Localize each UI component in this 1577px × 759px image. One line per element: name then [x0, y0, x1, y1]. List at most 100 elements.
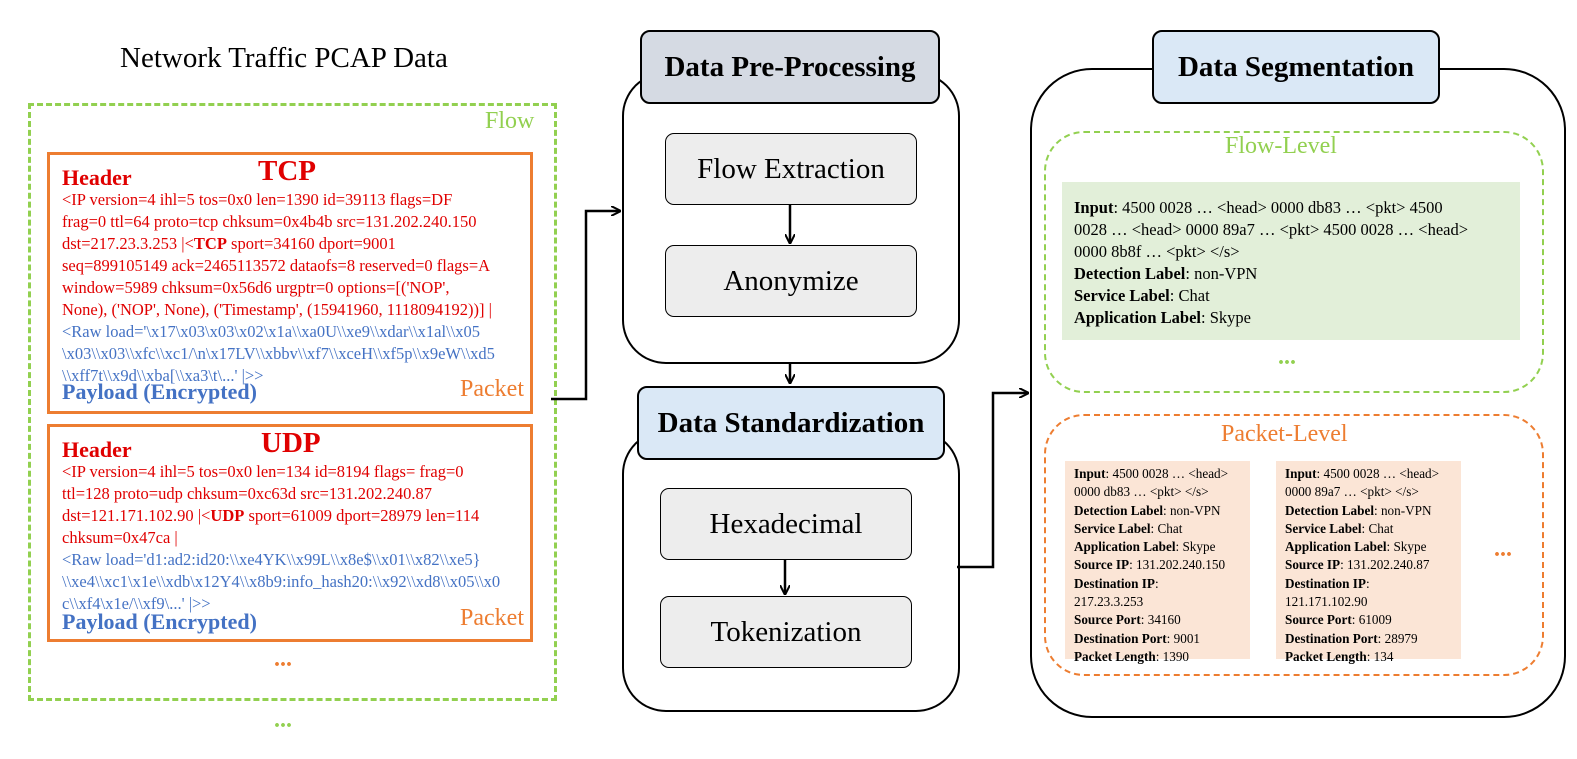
udp-protocol-label: UDP	[261, 427, 321, 459]
segmentation-title: Data Segmentation	[1152, 30, 1440, 104]
standardization-group	[622, 430, 960, 712]
flow-service-label: Service Label: Chat	[1074, 285, 1210, 307]
source-ip-key: Source IP	[1074, 557, 1130, 573]
packet-sample-text: Input: 4500 0028 … <head> 0000 89a7 … <p…	[1285, 465, 1439, 666]
udp-header-label: Header	[62, 437, 132, 462]
pcap-to-preprocessing-arrow	[551, 211, 620, 401]
preprocessing-title: Data Pre-Processing	[640, 30, 940, 104]
service-value: : Chat	[1361, 520, 1394, 536]
tcp-payload-line: \x03\\x03\\xfc\\xc1/\n\x17LV\\xbbv\\xf7\…	[62, 344, 495, 363]
sample-input-line: 0000 db83 … <pkt> </s>	[1074, 484, 1209, 500]
udp-header-line: <IP version=4 ihl=5 tos=0x0 len=134 id=8…	[62, 462, 464, 481]
destination-ip-value: 121.171.102.90	[1285, 594, 1368, 610]
destination-ip-key: Destination IP	[1074, 575, 1155, 591]
sample-application: Application Label: Skype	[1074, 538, 1228, 556]
destination-port-value: : 9001	[1166, 630, 1201, 646]
udp-payload-line: c\\xf4\x1e/\\xf9\...' |>>	[62, 594, 211, 613]
destination-port-key: Destination Port	[1285, 630, 1378, 646]
flow-level-sample: Input: 4500 0028 … <head> 0000 db83 … <p…	[1062, 182, 1520, 340]
udp-packet-label: Packet	[460, 605, 524, 631]
tcp-payload-label: Payload (Encrypted)	[62, 379, 257, 404]
packet-level-sample: Input: 4500 0028 … <head> 0000 89a7 … <p…	[1276, 461, 1461, 664]
packet-level-label: Packet-Level	[1221, 421, 1348, 447]
sample-destination-ip: Destination IP:	[1074, 575, 1228, 593]
destination-port-value: : 28979	[1377, 630, 1418, 646]
sample-service: Service Label: Chat	[1285, 520, 1439, 538]
sample-packet-length: Packet Length: 1390	[1074, 648, 1228, 666]
tcp-header-line: <IP version=4 ihl=5 tos=0x0 len=1390 id=…	[62, 190, 453, 209]
flow-service-value: : Chat	[1169, 286, 1210, 305]
input-value: : 4500 0028 … <head>	[1105, 466, 1229, 481]
source-ip-key: Source IP	[1285, 557, 1341, 573]
sample-input-line: Input: 4500 0028 … <head>	[1285, 465, 1439, 483]
flow-detection-key: Detection Label	[1074, 264, 1186, 283]
packet-length-key: Packet Length	[1285, 648, 1367, 664]
destination-ip-value: 217.23.3.253	[1074, 594, 1144, 610]
packet-length-value: : 1390	[1155, 648, 1190, 664]
tcp-header-text: dst=217.23.3.253 |<	[62, 234, 194, 253]
sample-service: Service Label: Chat	[1074, 520, 1228, 538]
packet-level-container	[1044, 414, 1544, 676]
tcp-packet-label: Packet	[460, 376, 524, 402]
standardization-title: Data Standardization	[637, 386, 945, 460]
sample-detection: Detection Label: non-VPN	[1285, 502, 1439, 520]
hexadecimal-step: Hexadecimal	[660, 488, 912, 560]
tcp-header-line: seq=899105149 ack=2465113572 dataofs=8 r…	[62, 256, 491, 275]
destination-port-key: Destination Port	[1074, 630, 1167, 646]
flow-detection-value: : non-VPN	[1185, 264, 1258, 283]
detection-key: Detection Label	[1285, 502, 1374, 518]
sample-detection: Detection Label: non-VPN	[1074, 502, 1228, 520]
packet-length-key: Packet Length	[1074, 648, 1156, 664]
detection-key: Detection Label	[1074, 502, 1163, 518]
udp-packet-box: Header UDP <IP version=4 ihl=5 tos=0x0 l…	[47, 424, 533, 642]
packet-sample-text: Input: 4500 0028 … <head> 0000 db83 … <p…	[1074, 465, 1228, 666]
source-port-key: Source Port	[1285, 612, 1352, 628]
pcap-data-title: Network Traffic PCAP Data	[120, 42, 448, 74]
flow-input-line: 0000 8b8f … <pkt> </s>	[1074, 242, 1240, 261]
tcp-header-line: dst=217.23.3.253 |<TCP sport=34160 dport…	[62, 233, 396, 255]
udp-inline-protocol: UDP	[210, 506, 245, 525]
source-ip-value: : 131.202.240.150	[1129, 557, 1226, 573]
flow-level-label: Flow-Level	[1225, 133, 1337, 159]
input-key: Input	[1285, 466, 1317, 481]
sample-destination-port: Destination Port: 28979	[1285, 630, 1439, 648]
more-packets-ellipsis: ...	[274, 646, 292, 672]
flow-container	[28, 103, 557, 701]
flow-input-key: Input	[1074, 198, 1114, 217]
flow-application-label: Application Label: Skype	[1074, 307, 1251, 329]
source-port-value: : 34160	[1140, 612, 1181, 628]
application-key: Application Label	[1074, 539, 1176, 555]
source-ip-value: : 131.202.240.87	[1340, 557, 1430, 573]
sample-input-line: 0000 89a7 … <pkt> </s>	[1285, 484, 1419, 500]
flow-input-line: Input: 4500 0028 … <head> 0000 db83 … <p…	[1074, 197, 1443, 219]
sample-source-ip: Source IP: 131.202.240.87	[1285, 556, 1439, 574]
flow-input-value: : 4500 0028 … <head> 0000 db83 … <pkt> 4…	[1113, 198, 1443, 217]
flow-input-line: 0028 … <head> 0000 89a7 … <pkt> 4500 002…	[1074, 220, 1469, 239]
udp-payload-line: \\xe4\\xc1\x1e\\xdb\x12Y4\\x8b9:info_has…	[62, 572, 501, 591]
service-key: Service Label	[1285, 520, 1362, 536]
sample-packet-length: Packet Length: 134	[1285, 648, 1439, 666]
detection-value: : non-VPN	[1163, 502, 1221, 518]
application-value: : Skype	[1386, 539, 1427, 555]
detection-value: : non-VPN	[1374, 502, 1432, 518]
sample-application: Application Label: Skype	[1285, 538, 1439, 556]
udp-payload-line: <Raw load='d1:ad2:id20:\\xe4YK\\x99L\\x8…	[62, 550, 481, 569]
tcp-header-label: Header	[62, 165, 132, 190]
more-flows-ellipsis: ...	[274, 707, 292, 733]
udp-header-line: dst=121.171.102.90 |<UDP sport=61009 dpo…	[62, 505, 479, 527]
tcp-payload-line: <Raw load='\x17\x03\x03\x02\x1a\\xa0U\\x…	[62, 322, 480, 341]
tcp-inline-protocol: TCP	[193, 234, 227, 253]
destination-ip-colon: :	[1365, 575, 1370, 591]
tcp-header-line: window=5989 chksum=0x56d6 urgptr=0 optio…	[62, 278, 450, 297]
tokenization-step: Tokenization	[660, 596, 912, 668]
sample-destination-port: Destination Port: 9001	[1074, 630, 1228, 648]
standardization-to-segmentation-arrow	[957, 393, 1028, 569]
sample-source-port: Source Port: 34160	[1074, 611, 1228, 629]
destination-ip-colon: :	[1154, 575, 1159, 591]
tcp-packet-box: Header TCP <IP version=4 ihl=5 tos=0x0 l…	[47, 152, 533, 414]
input-key: Input	[1074, 466, 1106, 481]
input-value: : 4500 0028 … <head>	[1316, 466, 1440, 481]
flow-detection-label: Detection Label: non-VPN	[1074, 263, 1257, 285]
flow-extraction-step: Flow Extraction	[665, 133, 917, 205]
sample-source-ip: Source IP: 131.202.240.150	[1074, 556, 1228, 574]
